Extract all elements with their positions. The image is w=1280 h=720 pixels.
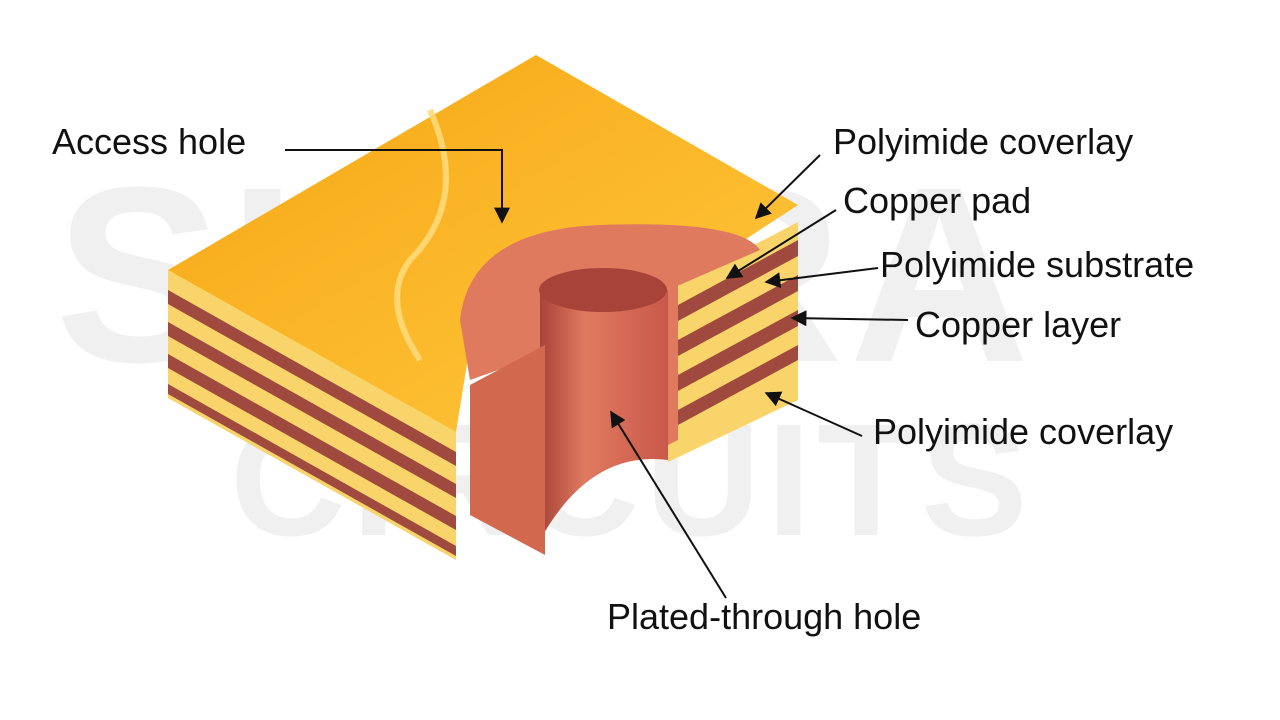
left-copper-2	[168, 322, 456, 498]
label-polyimide-substrate: Polyimide substrate	[880, 244, 1195, 285]
arrow-plated-hole	[610, 410, 727, 599]
plated-through-hole-barrel	[470, 268, 668, 555]
right-cut-edge	[668, 285, 678, 445]
left-copper-3	[168, 354, 456, 530]
label-copper-layer: Copper layer	[915, 304, 1122, 345]
barrel-wall	[540, 272, 668, 540]
right-copper-2	[678, 275, 798, 356]
label-polyimide-coverlay-top: Polyimide coverlay	[833, 121, 1134, 162]
arrow-copper-layer	[790, 310, 909, 327]
right-copper-4	[678, 345, 798, 425]
label-polyimide-coverlay-bottom: Polyimide coverlay	[873, 411, 1174, 452]
left-face-layers	[168, 270, 456, 560]
coverlay-highlight	[394, 108, 449, 362]
right-copper-3	[678, 310, 798, 391]
top-coverlay	[168, 55, 798, 432]
hole-opening	[539, 268, 667, 312]
label-access-hole: Access hole	[52, 121, 247, 162]
arrow-substrate	[764, 267, 879, 289]
right-copper-1	[678, 240, 798, 321]
arrow-coverlay-bottom	[764, 391, 863, 437]
arrow-copper-pad	[725, 209, 837, 279]
left-copper-4	[168, 384, 456, 556]
leader-arrows	[285, 149, 909, 599]
arrow-access-hole	[285, 149, 510, 224]
left-copper-1	[168, 290, 456, 466]
label-plated-through-hole: Plated-through hole	[607, 596, 922, 637]
left-cut-plating	[470, 345, 545, 555]
arrow-coverlay-top	[754, 154, 821, 220]
label-copper-pad: Copper pad	[843, 180, 1032, 221]
